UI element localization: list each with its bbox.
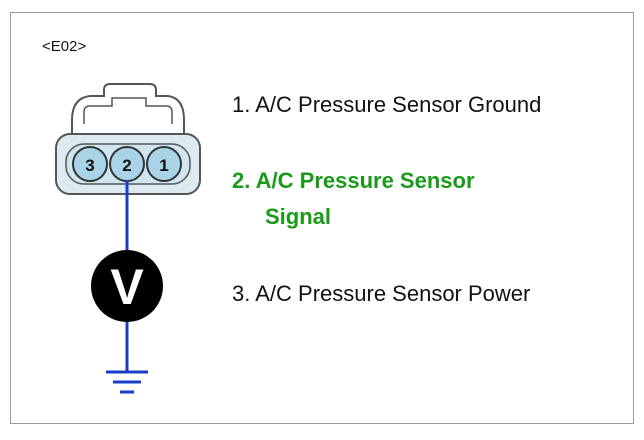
pin-2-label-line2: Signal [265, 204, 332, 229]
pin-3-label: 3. A/C Pressure Sensor Power [232, 281, 531, 306]
voltmeter-symbol: V [110, 259, 144, 315]
pin-3-circle [72, 146, 108, 182]
pin-number-2: 2 [122, 156, 131, 175]
pin-1-label: 1. A/C Pressure Sensor Ground [232, 92, 542, 117]
connector-id-label: <E02> [42, 38, 87, 55]
pin-number-1: 1 [159, 156, 168, 175]
pin-2-label-line1: 2. A/C Pressure Sensor [232, 168, 475, 193]
pin-number-3: 3 [85, 156, 94, 175]
connector-icon: 3 2 1 [55, 83, 201, 195]
voltmeter-icon: V [91, 250, 163, 322]
ground-icon [106, 370, 148, 394]
pin-1-circle [146, 146, 182, 182]
diagram-frame [10, 12, 634, 424]
